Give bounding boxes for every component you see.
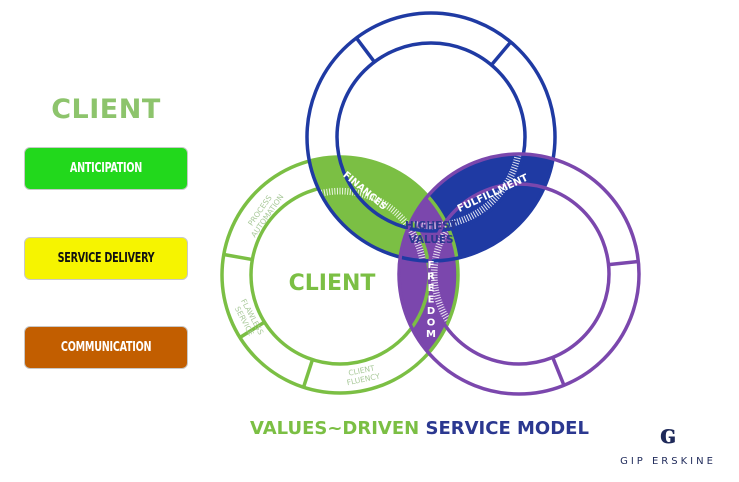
- title-part-service-model: SERVICE MODEL: [419, 418, 589, 439]
- service-delivery-label: SERVICE DELIVERY: [57, 251, 155, 266]
- ring-divider-right: [551, 356, 566, 386]
- communication-label: COMMUNICATION: [60, 340, 152, 355]
- ring-divider-top: [490, 40, 513, 67]
- ring-divider-client: [301, 359, 315, 388]
- service-delivery-button[interactable]: SERVICE DELIVERY: [24, 237, 188, 280]
- lens-fulfillment: [399, 154, 555, 261]
- freedom-letter: R: [427, 272, 435, 283]
- freedom-letter: F: [428, 260, 435, 271]
- ring-divider-client: [223, 252, 253, 262]
- circle-top-inner: [335, 41, 527, 233]
- circle-label-client: CLIENT: [289, 271, 376, 296]
- segment-label-client-fluency: CLIENTFLUENCY: [344, 363, 381, 388]
- title-part-values-driven: VALUES~DRIVEN: [250, 418, 420, 439]
- sidebar-title: CLIENT: [51, 94, 161, 125]
- center-label-line2: VALUES: [408, 234, 453, 246]
- diagram-title: VALUES~DRIVEN SERVICE MODEL: [250, 418, 620, 439]
- freedom-letter: M: [426, 329, 436, 340]
- circle-right-inner: [427, 182, 611, 366]
- freedom-letter: E: [428, 283, 435, 294]
- freedom-letter: O: [427, 318, 436, 329]
- logo-name: GIP ERSKINE: [620, 456, 716, 467]
- logo: ɢ GIP ERSKINE: [612, 422, 724, 467]
- ring-divider-client: [239, 320, 266, 340]
- logo-mark-icon: ɢ: [659, 420, 677, 450]
- anticipation-label: ANTICIPATION: [69, 161, 143, 176]
- freedom-letter: E: [428, 295, 435, 306]
- communication-button[interactable]: COMMUNICATION: [24, 326, 188, 369]
- freedom-letter: D: [427, 306, 435, 317]
- lens-finances: [307, 157, 458, 261]
- center-label-line1: HIGHEST: [405, 220, 458, 232]
- ring-divider-top: [354, 36, 376, 63]
- anticipation-button[interactable]: ANTICIPATION: [24, 147, 188, 190]
- ticks-finances: [307, 187, 428, 261]
- ring-divider-right: [608, 259, 639, 267]
- circle-right-outer: [397, 152, 641, 396]
